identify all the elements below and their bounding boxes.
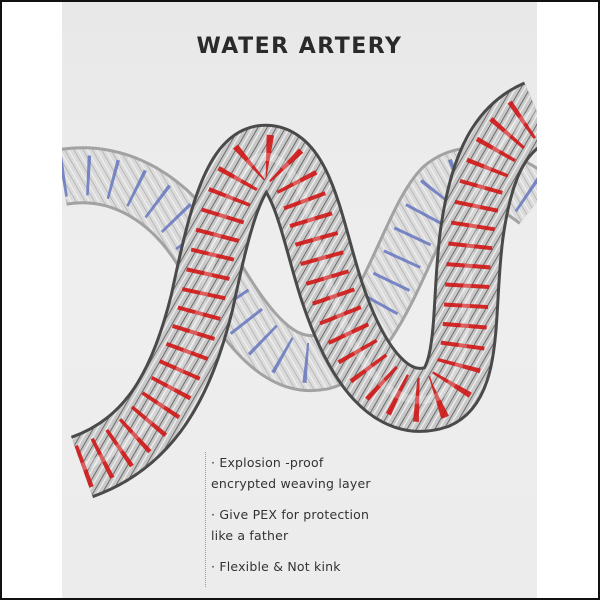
feature-pex-protection: · Give PEX for protection like a father (211, 504, 411, 546)
feature-list: · Explosion -proof encrypted weaving lay… (205, 452, 411, 587)
product-panel: WATER ARTERY (62, 2, 537, 598)
right-margin (537, 2, 598, 598)
hose-front-strand (69, 81, 537, 499)
braided-hose-illustration (62, 81, 537, 499)
feature-line: · Give PEX for protection (211, 507, 370, 522)
left-margin (2, 2, 62, 598)
feature-flexible: · Flexible & Not kink (211, 556, 411, 577)
headline-title: WATER ARTERY (196, 34, 403, 59)
feature-line: encrypted weaving layer (211, 476, 371, 491)
feature-line: · Explosion -proof (211, 455, 324, 470)
feature-explosion-proof: · Explosion -proof encrypted weaving lay… (211, 452, 411, 494)
feature-line: like a father (211, 528, 289, 543)
feature-line: · Flexible & Not kink (211, 559, 341, 574)
